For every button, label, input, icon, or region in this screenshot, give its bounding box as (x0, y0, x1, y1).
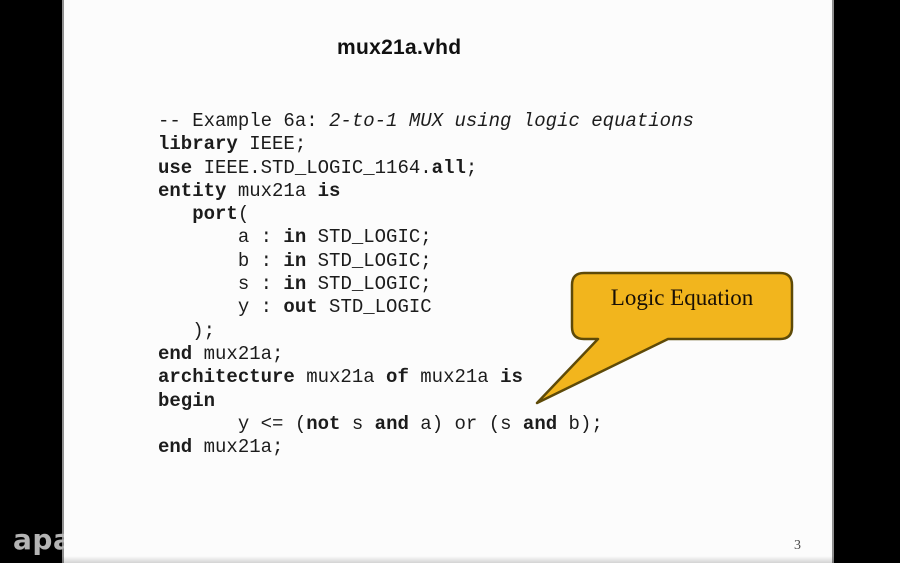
code-line: use IEEE.STD_LOGIC_1164.all; (158, 157, 694, 180)
code-segment: mux21a (226, 179, 318, 202)
code-segment: STD_LOGIC; (306, 226, 432, 249)
code-segment: of (386, 366, 409, 389)
code-segment: ( (237, 203, 250, 226)
code-segment: not (306, 412, 341, 435)
code-segment: entity (158, 179, 227, 202)
code-segment: all (431, 156, 466, 179)
code-segment: -- Example 6a: (158, 110, 330, 132)
code-segment: architecture (158, 366, 295, 389)
code-segment: STD_LOGIC; (306, 273, 432, 296)
code-segment: STD_LOGIC (317, 296, 432, 319)
code-segment: end (158, 342, 193, 365)
code-line: s : in STD_LOGIC; (158, 273, 694, 296)
code-segment: 2-to-1 MUX using logic equations (329, 110, 694, 132)
code-line: library IEEE; (158, 133, 694, 156)
code-segment (158, 203, 192, 225)
code-line: a : in STD_LOGIC; (158, 226, 694, 249)
code-segment: mux21a (294, 366, 387, 389)
code-segment: y : (158, 296, 284, 319)
code-segment: ); (158, 319, 216, 342)
code-line: port( (158, 203, 694, 226)
code-segment: is (500, 366, 523, 389)
code-segment: port (192, 203, 238, 226)
slide-title: mux21a.vhd (337, 36, 462, 59)
code-segment: b); (557, 412, 603, 435)
code-segment: mux21a; (192, 436, 284, 459)
watermark-text: apar (13, 523, 64, 556)
code-line: entity mux21a is (158, 180, 694, 203)
code-segment: use (158, 156, 193, 179)
code-line: -- Example 6a: 2-to-1 MUX using logic eq… (158, 110, 694, 133)
code-segment: b : (158, 249, 284, 272)
code-segment: IEEE.STD_LOGIC_1164. (192, 156, 432, 179)
callout-bubble (535, 271, 794, 405)
code-line: y <= (not s and a) or (s and b); (158, 413, 694, 436)
code-segment: a) or (s (408, 412, 523, 435)
code-segment: in (283, 226, 307, 249)
letterbox-right (832, 0, 900, 563)
code-segment: mux21a (408, 366, 501, 389)
code-segment: end (158, 436, 193, 459)
code-segment: and (374, 412, 409, 435)
code-segment: in (283, 273, 307, 296)
page-number: 3 (794, 538, 801, 553)
code-segment: is (317, 179, 341, 202)
code-line: y : out STD_LOGIC (158, 296, 694, 319)
bottom-shade (0, 556, 900, 563)
code-segment: and (522, 412, 558, 435)
code-segment: library (158, 133, 238, 156)
code-line: begin (158, 390, 694, 413)
watermark: apar (0, 0, 64, 563)
code-segment: STD_LOGIC; (306, 249, 432, 272)
code-segment: a : (158, 226, 284, 249)
code-segment: IEEE; (237, 133, 307, 156)
code-line: end mux21a; (158, 436, 694, 459)
code-line: b : in STD_LOGIC; (158, 250, 694, 273)
callout-shape (535, 271, 794, 405)
code-segment: mux21a; (192, 342, 284, 365)
code-segment: y <= ( (158, 412, 307, 435)
code-block: -- Example 6a: 2-to-1 MUX using logic eq… (158, 110, 694, 459)
code-line: end mux21a; (158, 343, 694, 366)
code-line: ); (158, 320, 694, 343)
code-segment: begin (158, 389, 216, 412)
code-segment: s : (158, 273, 284, 296)
code-segment: ; (465, 156, 478, 179)
letterbox-left (0, 0, 64, 563)
code-line: architecture mux21a of mux21a is (158, 366, 694, 389)
code-segment: out (283, 296, 318, 319)
code-segment: s (340, 412, 375, 435)
code-segment: in (283, 249, 307, 272)
callout-label: Logic Equation (610, 285, 754, 310)
